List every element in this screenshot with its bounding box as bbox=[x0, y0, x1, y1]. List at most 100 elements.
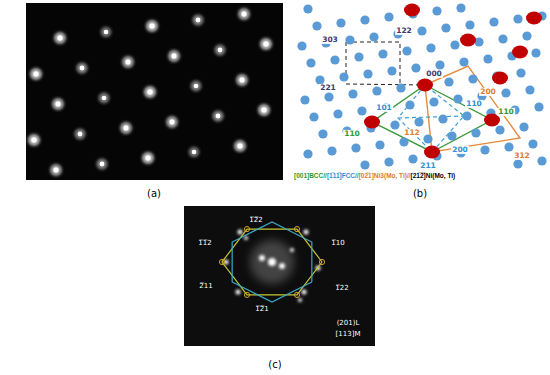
fcc-spot bbox=[447, 131, 456, 140]
fcc-spot bbox=[375, 140, 384, 149]
diffraction-spot bbox=[304, 230, 309, 235]
index-label: 1̅22 bbox=[334, 285, 349, 293]
bcc-spot bbox=[526, 12, 542, 25]
spot-glow bbox=[54, 32, 66, 44]
spot-glow bbox=[142, 152, 154, 164]
index-label: 200 bbox=[451, 146, 469, 154]
diffraction-spot bbox=[239, 77, 244, 82]
spot-glow bbox=[76, 62, 87, 73]
fcc-spot bbox=[417, 26, 426, 35]
diffraction-photo bbox=[26, 3, 283, 180]
fcc-spot bbox=[411, 63, 420, 72]
vertex-ring bbox=[294, 292, 299, 297]
laves-hexagon bbox=[232, 222, 312, 302]
orientation-relation: [1̅11̅]FCC// bbox=[327, 172, 359, 179]
fcc-spot bbox=[519, 122, 528, 131]
diffraction-spot bbox=[216, 114, 221, 119]
fcc-spot bbox=[306, 58, 315, 67]
fcc-spot bbox=[441, 23, 450, 32]
index-label: 110 bbox=[343, 130, 361, 138]
spot-glow bbox=[189, 147, 200, 158]
diffraction-spot bbox=[236, 290, 241, 295]
fcc-spot bbox=[513, 14, 522, 23]
bcc-spot bbox=[512, 46, 528, 59]
zone-axis-label: (201)L bbox=[336, 320, 361, 328]
index-label: 312 bbox=[513, 152, 531, 160]
bcc-spot bbox=[460, 34, 476, 47]
photo-ground bbox=[184, 206, 375, 346]
index-label: 110 bbox=[497, 108, 515, 116]
fcc-spot bbox=[318, 129, 327, 138]
diffraction-spot bbox=[149, 23, 155, 29]
spot-glow bbox=[28, 134, 40, 146]
spot-glow bbox=[234, 140, 246, 152]
index-label: 2̅11 bbox=[198, 283, 213, 291]
fcc-spot bbox=[408, 154, 417, 163]
fcc-spot bbox=[462, 111, 471, 120]
fcc-spot bbox=[300, 95, 309, 104]
index-label: 303 bbox=[321, 36, 339, 44]
diffraction-spot bbox=[259, 255, 265, 261]
diffraction-spot bbox=[241, 11, 246, 16]
fcc-spot bbox=[402, 46, 411, 55]
fcc-spot bbox=[483, 54, 492, 63]
diffraction-spot bbox=[145, 155, 151, 161]
fcc-spot bbox=[336, 18, 345, 27]
spot-glow bbox=[146, 20, 158, 32]
fcc-spot bbox=[351, 143, 360, 152]
spot-glow bbox=[215, 45, 226, 56]
spot-glow bbox=[75, 129, 86, 140]
diffraction-spot bbox=[263, 41, 269, 47]
diffraction-spot bbox=[78, 132, 83, 137]
fcc-spot bbox=[516, 68, 525, 77]
diffraction-spot bbox=[218, 48, 223, 53]
central-glow bbox=[250, 240, 294, 284]
panel-label: (c) bbox=[268, 359, 281, 370]
diffraction-spot bbox=[268, 258, 276, 266]
diffraction-spot bbox=[290, 248, 294, 252]
overlay-photo bbox=[184, 206, 375, 346]
fcc-spot bbox=[504, 142, 513, 151]
vertex-ring bbox=[219, 259, 224, 264]
fcc-spot bbox=[384, 12, 393, 21]
fcc-spot bbox=[312, 21, 321, 30]
spot-glow bbox=[258, 104, 270, 116]
fcc-spot bbox=[348, 89, 357, 98]
fcc-spot bbox=[525, 85, 534, 94]
fcc-spot bbox=[396, 83, 405, 92]
fcc-spot bbox=[438, 114, 447, 123]
fcc-spot bbox=[444, 77, 453, 86]
fcc-spot bbox=[372, 86, 381, 95]
fcc-spot bbox=[456, 3, 465, 12]
diffraction-spot bbox=[192, 150, 197, 155]
fcc-spot bbox=[501, 88, 510, 97]
diffraction-spot bbox=[147, 89, 153, 95]
diffraction-spot bbox=[80, 66, 85, 71]
zone-axis-label: [113]M bbox=[335, 331, 362, 339]
fcc-spot bbox=[384, 157, 393, 166]
indexed-pattern bbox=[297, 3, 546, 169]
diffraction-spot bbox=[100, 162, 105, 167]
fcc-cell bbox=[398, 85, 464, 152]
diffraction-spot bbox=[33, 71, 39, 77]
diffraction-spot bbox=[57, 35, 62, 40]
spot-glow bbox=[166, 116, 178, 128]
spot-glow bbox=[96, 158, 107, 169]
bcc-cell bbox=[372, 85, 492, 152]
fcc-spot bbox=[339, 72, 348, 81]
fcc-spot bbox=[345, 35, 354, 44]
fcc-spot bbox=[309, 112, 318, 121]
index-label: 200 bbox=[479, 88, 497, 96]
fcc-spot bbox=[498, 34, 507, 43]
panel-label: (a) bbox=[147, 188, 161, 199]
dashed-cell bbox=[346, 42, 400, 85]
diffraction-spot bbox=[31, 137, 37, 143]
zone-axis-relation: [001]BCC//[1̅11̅]FCC//[02̅1]Ni3(Mo, Ti)/… bbox=[294, 172, 455, 179]
orientation-relation: [02̅1]Ni3(Mo, Ti)// bbox=[359, 172, 411, 179]
fcc-spot bbox=[534, 102, 543, 111]
fcc-spot bbox=[405, 100, 414, 109]
spot-glow bbox=[120, 122, 132, 134]
fcc-spot bbox=[468, 74, 477, 83]
fcc-spot bbox=[471, 128, 480, 137]
fcc-spot bbox=[357, 106, 366, 115]
